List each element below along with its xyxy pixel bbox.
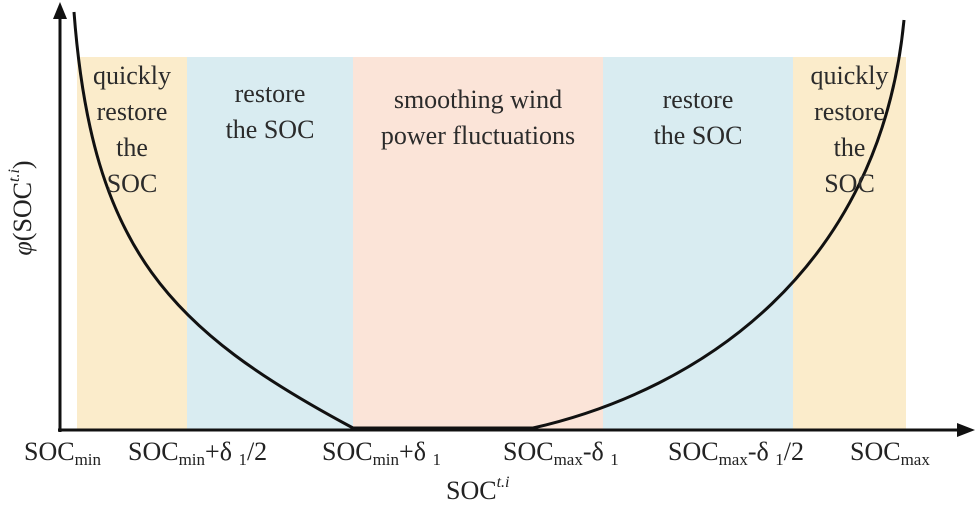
tick-soc-min-plus-delta: SOCmin+δ 1	[322, 437, 441, 469]
penalty-function-curve	[72, 11, 906, 430]
tick-soc-min: SOCmin	[24, 437, 102, 469]
x-axis-title: SOCt.i	[446, 474, 510, 505]
region-restore-soc-right	[603, 57, 793, 430]
region-quickly-restore-right	[793, 57, 906, 430]
label-smoothing-wind: smoothing wind power fluctuations	[380, 85, 576, 150]
y-axis-title: φ(SOCt.i)	[6, 160, 37, 256]
label-restore-soc-left: restore the SOC	[225, 79, 315, 144]
label-quickly-restore-right: quickly restore the SOC	[810, 61, 889, 198]
region-smoothing-wind	[353, 57, 603, 430]
y-axis-arrow-icon	[53, 2, 67, 19]
label-quickly-restore-left: quickly restore the SOC	[93, 61, 171, 198]
tick-soc-min-plus-half-delta: SOCmin+δ 1/2	[128, 437, 268, 469]
region-restore-soc-left	[187, 57, 353, 430]
tick-soc-max-minus-half-delta: SOCmax-δ 1/2	[668, 437, 805, 469]
label-restore-soc-right: restore the SOC	[653, 85, 743, 150]
x-axis-arrow-icon	[957, 423, 975, 437]
tick-soc-max-minus-delta: SOCmax-δ 1	[503, 437, 619, 469]
tick-soc-max: SOCmax	[850, 437, 930, 469]
